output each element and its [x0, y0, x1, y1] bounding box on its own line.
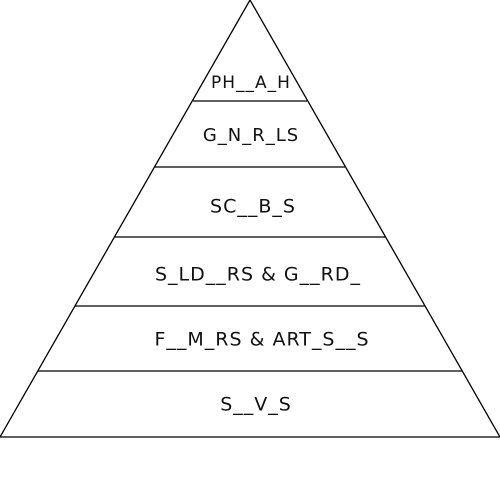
tier-label-generals: G_N_R_LS — [203, 125, 299, 146]
tier-label-soldiers-guards: S_LD__RS & G__RD_ — [155, 264, 361, 286]
tier-label-pharaoh: PH__A_H — [211, 73, 291, 93]
tier-label-slaves: S__V_S — [220, 394, 292, 416]
pyramid-outline — [0, 0, 500, 438]
tier-label-scribes: SC__B_S — [210, 196, 296, 218]
tier-label-farmers-artisans: F__M_RS & ART_S__S — [154, 329, 369, 351]
